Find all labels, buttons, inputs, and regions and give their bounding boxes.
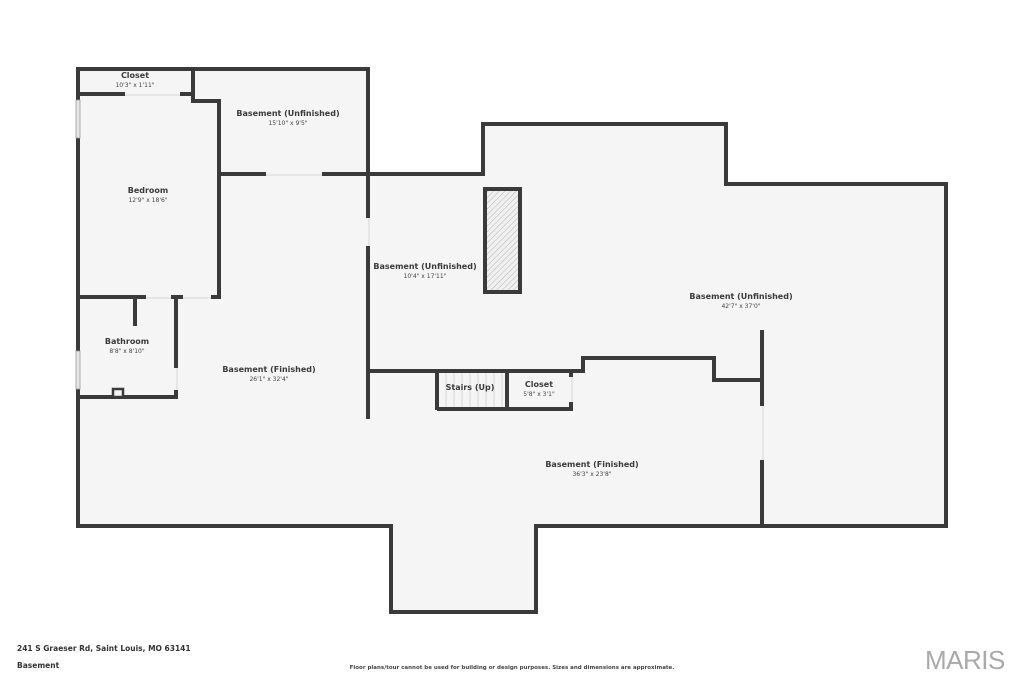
disclaimer-text: Floor plans/tour cannot be used for buil…	[349, 665, 675, 671]
room-closet-top: Closet 10'3" x 1'11"	[115, 72, 154, 89]
property-address: 241 S Graeser Rd, Saint Louis, MO 63141	[17, 644, 191, 653]
toilet-fixture	[111, 387, 125, 399]
room-bathroom: Bathroom 8'8" x 8'10"	[105, 338, 149, 355]
room-stairs: Stairs (Up)	[446, 384, 495, 392]
room-name: Basement (Finished)	[545, 460, 639, 469]
floor-area	[78, 69, 946, 613]
room-dimensions: 10'3" x 1'11"	[115, 82, 155, 89]
floor-level-label: Basement	[17, 661, 60, 670]
room-dimensions: 10'4" x 17'11"	[403, 273, 447, 280]
room-name: Bedroom	[127, 186, 169, 195]
maris-logo: MARIS	[925, 645, 1005, 675]
room-name: Closet	[120, 71, 150, 80]
door-openings	[125, 94, 764, 460]
room-name: Stairs (Up)	[445, 383, 495, 392]
room-name: Basement (Unfinished)	[236, 109, 340, 118]
room-basement-unfinished-middle: Basement (Unfinished) 10'4" x 17'11"	[373, 263, 476, 280]
room-basement-finished-left: Basement (Finished) 26'1" x 32'4"	[222, 366, 315, 383]
room-basement-unfinished-right: Basement (Unfinished) 42'7" x 37'0"	[689, 293, 792, 310]
room-dimensions: 36'3" x 23'8"	[572, 471, 612, 478]
room-name: Basement (Unfinished)	[689, 292, 793, 301]
room-basement-unfinished-top: Basement (Unfinished) 15'10" x 9'5"	[236, 110, 339, 127]
stair-treads	[445, 373, 503, 407]
room-dimensions: 42'7" x 37'0"	[721, 303, 761, 310]
exterior-walls	[76, 67, 948, 614]
room-name: Basement (Unfinished)	[373, 262, 477, 271]
room-dimensions: 12'9" x 18'6"	[128, 197, 168, 204]
room-bedroom: Bedroom 12'9" x 18'6"	[128, 187, 169, 204]
room-dimensions: 15'10" x 9'5"	[268, 120, 308, 127]
room-dimensions: 8'8" x 8'10"	[109, 348, 145, 355]
room-name: Closet	[524, 380, 554, 389]
chimney-column	[483, 187, 522, 294]
room-name: Bathroom	[104, 337, 150, 346]
room-closet-middle: Closet 5'8" x 3'1"	[523, 381, 554, 398]
windows	[75, 99, 81, 390]
room-dimensions: 5'8" x 3'1"	[523, 391, 555, 398]
room-basement-finished-bottom: Basement (Finished) 36'3" x 23'8"	[545, 461, 638, 478]
room-dimensions: 26'1" x 32'4"	[249, 376, 289, 383]
room-name: Basement (Finished)	[222, 365, 316, 374]
interior-walls	[78, 69, 764, 527]
